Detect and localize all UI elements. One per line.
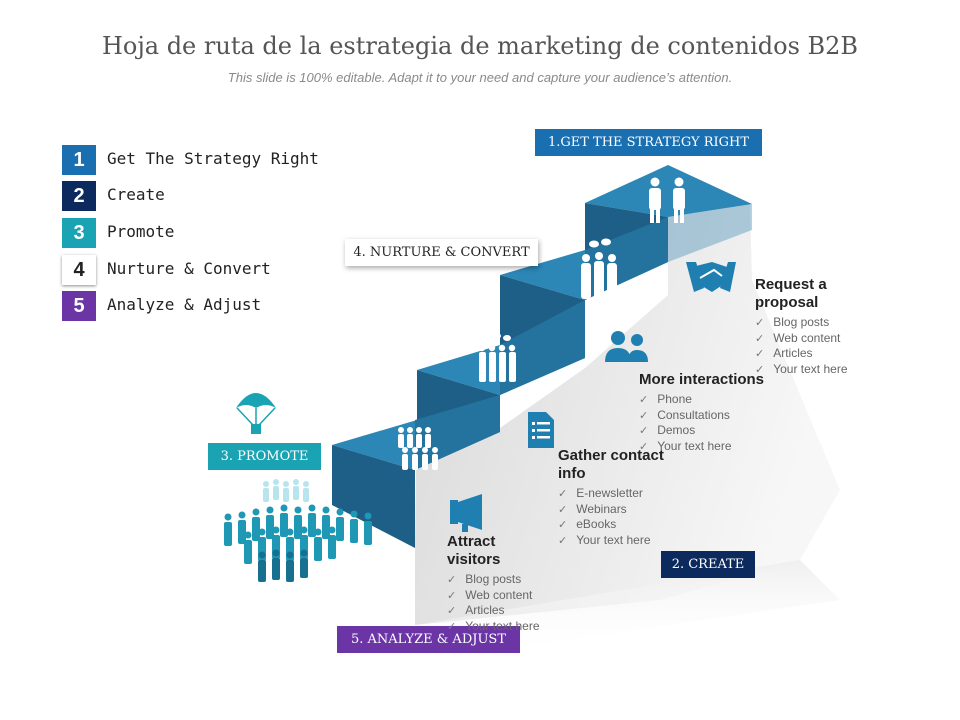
check-icon: ✓ [755, 363, 765, 376]
stair-step-4-back [668, 204, 752, 262]
check-icon: ✓ [558, 534, 568, 547]
stair-step-4-riser [585, 217, 668, 300]
stair-step-4-top [585, 165, 752, 217]
check-icon: ✓ [755, 348, 765, 360]
legend-label: Create [107, 185, 165, 204]
stair-step-1-front [332, 445, 415, 548]
tag-create: 2. CREATE [661, 551, 755, 578]
check-icon: ✓ [447, 605, 457, 617]
step-item: ✓Your text here [558, 532, 651, 547]
check-icon: ✓ [755, 332, 765, 345]
check-icon: ✓ [447, 574, 457, 586]
stair-floor-shadow [415, 560, 840, 660]
step-item: ✓Phone [639, 392, 692, 406]
step-heading: Request a proposal [755, 276, 827, 311]
legend-label: Get The Strategy Right [107, 149, 319, 168]
step-4-pair-icon [649, 177, 685, 223]
step-item: ✓Your text here [447, 618, 540, 633]
legend-label: Promote [107, 222, 175, 241]
check-icon: ✓ [447, 589, 457, 602]
step-heading: More interactions [639, 371, 765, 388]
check-icon: ✓ [558, 503, 568, 516]
document-icon [528, 412, 554, 448]
step-item: ✓E-newsletter [558, 486, 643, 500]
legend-number: 2 [62, 181, 96, 211]
step-item: ✓Demos [639, 423, 696, 437]
check-icon: ✓ [639, 409, 649, 422]
legend-label: Nurture & Convert [107, 259, 271, 278]
step-request-proposal: Request a proposal ✓Blog posts ✓Web cont… [755, 276, 850, 377]
step-item: ✓Articles [755, 346, 813, 360]
tag-get-strategy-right: 1.GET THE STRATEGY RIGHT [535, 129, 762, 156]
step-item: ✓Your text here [639, 438, 732, 453]
legend-label: Analyze & Adjust [107, 295, 262, 314]
tag-analyze-adjust: 5. ANALYZE & ADJUST [337, 626, 520, 653]
page-title: Hoja de ruta de la estrategia de marketi… [101, 32, 859, 60]
step-2-group-icon [478, 333, 516, 382]
legend-number: 5 [62, 291, 96, 321]
crowd-icon [224, 479, 372, 582]
legend-number: 3 [62, 218, 96, 248]
tag-nurture-convert: 4. NURTURE & CONVERT [345, 239, 538, 266]
page-subtitle: This slide is 100% editable. Adapt it to… [227, 70, 733, 85]
step-item: ✓Consultations [639, 407, 730, 422]
step-item: ✓Blog posts [447, 572, 522, 586]
step-item: ✓Articles [447, 603, 505, 617]
step-gather-contact-info: Gather contact info ✓E-newsletter ✓Webin… [558, 447, 683, 548]
step-1-group-icon [398, 427, 438, 470]
step-item: ✓Web content [755, 330, 841, 345]
stair-side-wall [415, 204, 840, 625]
step-item: ✓Webinars [558, 501, 627, 516]
step-item: ✓eBooks [558, 517, 617, 531]
check-icon: ✓ [639, 425, 649, 437]
step-more-interactions: More interactions ✓Phone ✓Consultations … [639, 371, 789, 454]
legend-number: 1 [62, 145, 96, 175]
check-icon: ✓ [558, 519, 568, 531]
legend-number: 4 [62, 255, 96, 285]
megaphone-icon [450, 494, 482, 532]
step-heading: Attract visitors [447, 533, 501, 568]
check-icon: ✓ [639, 394, 649, 406]
check-icon: ✓ [447, 620, 457, 633]
check-icon: ✓ [558, 488, 568, 500]
step-item: ✓Your text here [755, 361, 848, 376]
handshake-icon [686, 262, 736, 292]
step-attract-visitors: Attract visitors ✓Blog posts ✓Web conten… [447, 533, 540, 634]
tag-promote: 3. PROMOTE [208, 443, 321, 470]
stair-step-3-riser [500, 300, 585, 395]
step-item: ✓Blog posts [755, 315, 830, 329]
step-item: ✓Web content [447, 587, 533, 602]
step-heading: Gather contact info [558, 447, 664, 482]
check-icon: ✓ [639, 440, 649, 453]
users-icon [605, 331, 648, 362]
check-icon: ✓ [755, 317, 765, 329]
parachute-icon [236, 393, 276, 434]
step-3-group-icon [581, 238, 617, 299]
